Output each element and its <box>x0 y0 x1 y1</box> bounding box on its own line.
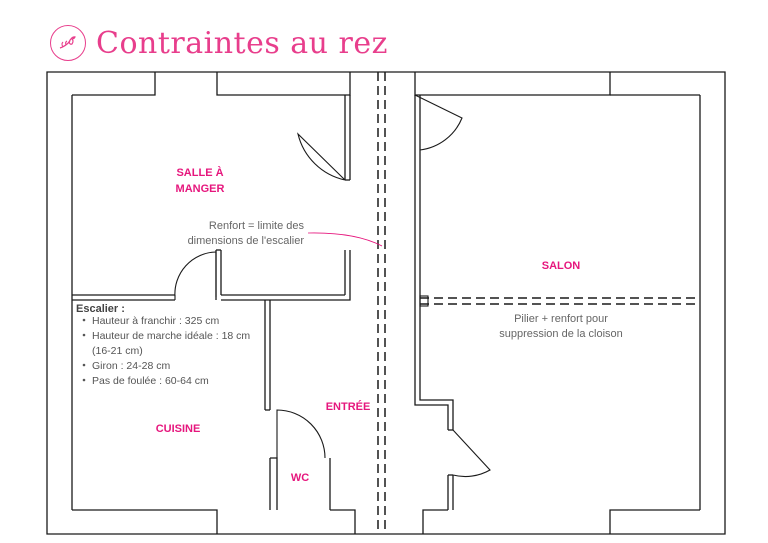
door-cuisine <box>174 251 217 300</box>
stair-note-item: (16-21 cm) <box>92 345 143 357</box>
renfort-leader-line <box>307 232 383 247</box>
door-wc <box>276 409 326 459</box>
room-label-cuisine: CUISINE <box>156 423 201 435</box>
page-title: Contraintes au rez <box>96 25 388 61</box>
stair-note-item: Hauteur de marche idéale : 18 cm <box>92 330 250 342</box>
bullet-icon <box>82 363 86 367</box>
room-label-salle-line2: MANGER <box>176 183 225 195</box>
door-swings <box>174 94 491 478</box>
room-label-salon: SALON <box>542 260 581 272</box>
door-salon-hall <box>414 94 463 151</box>
room-label-entree: ENTRÉE <box>326 400 371 413</box>
annotation-pilier-line1: Pilier + renfort pour <box>514 313 608 325</box>
door-salon-bottom <box>452 429 491 478</box>
dashed-reinforcement <box>377 72 700 534</box>
room-label-salle-line1: SALLE À <box>176 166 223 179</box>
bird-branch-icon <box>50 25 86 61</box>
walls <box>46 71 726 535</box>
bullet-icon <box>82 333 86 337</box>
room-label-wc: WC <box>291 472 309 484</box>
bullet-icon <box>82 378 86 382</box>
header: Contraintes au rez <box>50 20 388 66</box>
stair-note-item: Hauteur à franchir : 325 cm <box>92 315 219 327</box>
annotation-renfort-line2: dimensions de l'escalier <box>188 235 305 247</box>
stair-note-item: Pas de foulée : 60-64 cm <box>92 375 209 387</box>
annotation-pilier-line2: suppression de la cloison <box>499 328 623 340</box>
pillar <box>419 295 429 307</box>
door-salle-a-manger <box>297 132 346 181</box>
stair-note-item: Giron : 24-28 cm <box>92 360 170 372</box>
annotation-renfort-line1: Renfort = limite des <box>209 220 305 232</box>
bullet-icon <box>82 318 86 322</box>
stair-notes-title: Escalier : <box>76 303 125 315</box>
